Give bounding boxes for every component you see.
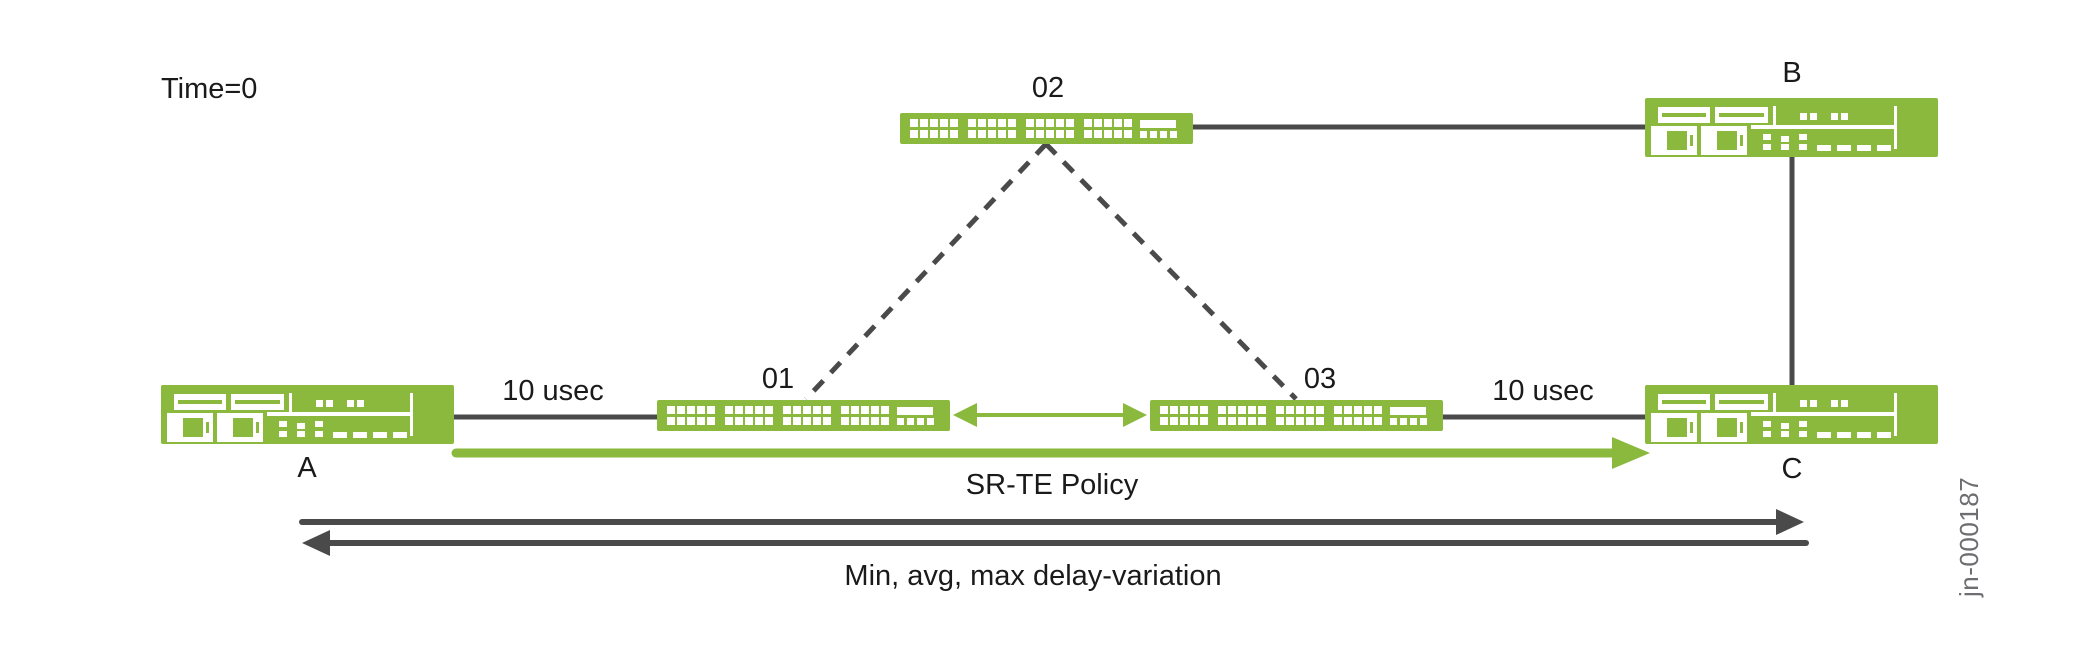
- link-02-03-dashed: [1044, 142, 1298, 401]
- router-icon: [1645, 98, 1938, 157]
- arrowhead-right: [1776, 509, 1804, 535]
- figure-id-watermark: jn-000187: [1954, 477, 1984, 598]
- link-delay-label-right: 10 usec: [1492, 375, 1594, 407]
- link-delay-label-left: 10 usec: [502, 375, 604, 407]
- router-icon: [1645, 385, 1938, 444]
- switch-icon: [1150, 400, 1443, 431]
- node-label: 01: [762, 363, 794, 395]
- srte-policy-arrow: SR-TE Policy: [451, 437, 1650, 501]
- arrowhead-right: [1123, 403, 1147, 427]
- node-router-a: A: [161, 385, 454, 484]
- node-label: B: [1782, 57, 1801, 89]
- router-icon: [161, 385, 454, 444]
- node-label: A: [297, 452, 317, 484]
- measurement-arrows: Min, avg, max delay-variation: [299, 509, 1809, 592]
- arrowhead-left: [302, 530, 330, 556]
- node-switch-01: 01: [657, 363, 950, 431]
- node-label: 02: [1032, 72, 1064, 104]
- switch-icon: [900, 113, 1193, 144]
- time-label: Time=0: [161, 73, 257, 105]
- node-router-b: B: [1645, 57, 1938, 157]
- measurement-label: Min, avg, max delay-variation: [844, 560, 1221, 592]
- bidirectional-arrow-01-03: [953, 403, 1147, 427]
- node-router-c: C: [1645, 385, 1938, 485]
- policy-label: SR-TE Policy: [966, 469, 1139, 501]
- switch-icon: [657, 400, 950, 431]
- arrowhead-right: [1612, 437, 1650, 469]
- link-02-01-dashed: [804, 142, 1048, 401]
- arrowhead-left: [953, 403, 977, 427]
- node-switch-02: 02: [900, 72, 1193, 144]
- node-label: C: [1782, 453, 1803, 485]
- node-label: 03: [1304, 363, 1336, 395]
- node-switch-03: 03: [1150, 363, 1443, 431]
- links: [445, 124, 1795, 420]
